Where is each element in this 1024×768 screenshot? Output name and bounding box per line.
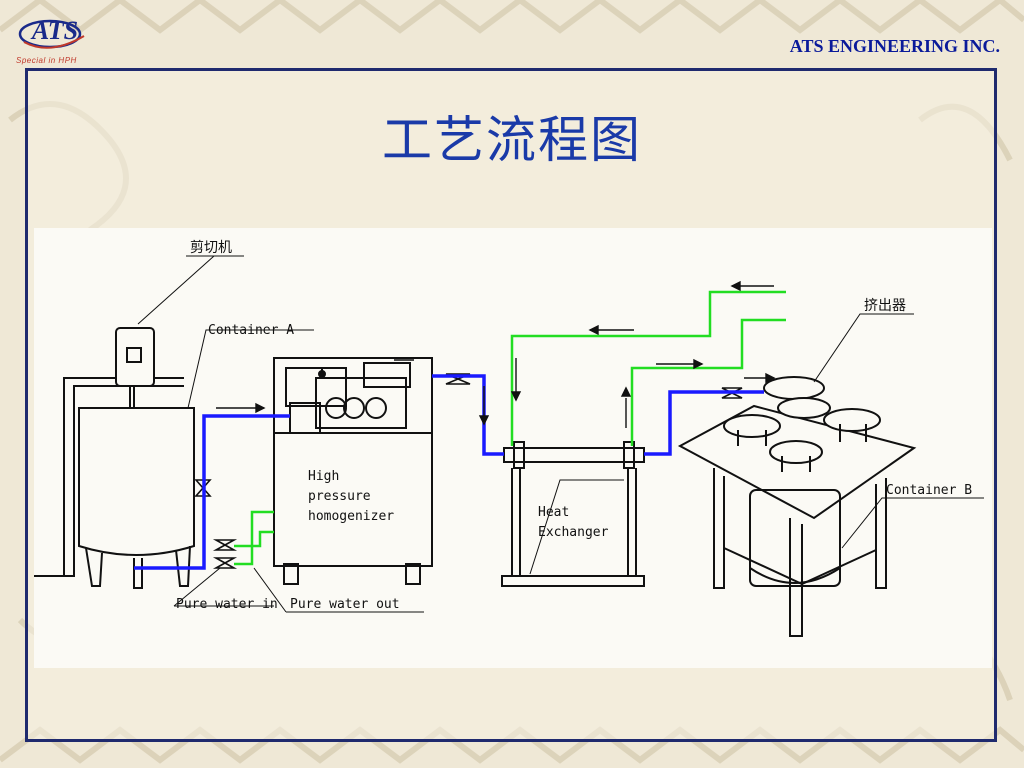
label-pure-water-out: Pure water out (290, 597, 400, 612)
process-flow-diagram: 剪切机 Container A High pressure homogenize… (34, 228, 992, 668)
label-heat-exchanger-1: Heat (538, 505, 569, 520)
label-homogenizer-3: homogenizer (308, 509, 394, 524)
ats-logo-icon (18, 19, 85, 49)
company-name: ATS ENGINEERING INC. (789, 36, 1000, 56)
label-extruder: 挤出器 (864, 298, 906, 314)
label-homogenizer-2: pressure (308, 489, 371, 504)
water-line (234, 290, 786, 566)
logo-wordmark: ATS (31, 16, 79, 45)
container-a (78, 407, 195, 589)
shear-machine (115, 327, 155, 408)
label-shear-machine: 剪切机 (190, 240, 232, 256)
logo-tagline: Special in HPH (16, 56, 77, 65)
flow-arrows (216, 280, 776, 428)
leader-lines (137, 255, 984, 613)
extruder (723, 376, 881, 472)
product-line (134, 374, 764, 570)
label-heat-exchanger-2: Exchanger (538, 525, 609, 540)
homogenizer (273, 357, 433, 585)
heat-exchanger (501, 441, 645, 587)
slide-title: 工艺流程图 (382, 111, 642, 169)
label-container-a: Container A (208, 323, 294, 338)
label-homogenizer-1: High (308, 469, 339, 484)
label-pure-water-in: Pure water in (176, 597, 278, 612)
label-container-b: Container B (886, 483, 972, 498)
